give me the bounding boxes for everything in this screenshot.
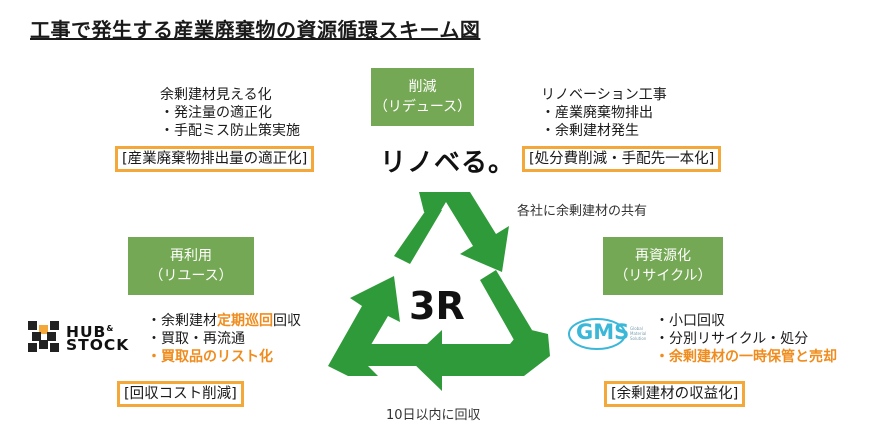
- recycle-item: ・小口回収: [655, 313, 725, 329]
- reduce-right-text: リノベーション工事 ・産業廃棄物排出 ・余剰建材発生: [541, 86, 667, 140]
- share-note: 各社に余剰建材の共有: [517, 204, 648, 219]
- reduce-right-item: ・余剰建材発生: [541, 123, 639, 139]
- gms-tagline: Global Material Solution: [630, 326, 647, 341]
- recycle-sub: （リサイクル）: [614, 268, 712, 284]
- recycle-item: ・分別リサイクル・処分: [655, 331, 809, 347]
- reduce-left-result: [産業廃棄物排出量の適正化]: [115, 146, 315, 172]
- reduce-left-heading: 余剰建材見える化: [160, 87, 272, 103]
- reuse-item1-suffix: 回収: [273, 313, 301, 329]
- reduce-right-heading: リノベーション工事: [541, 87, 667, 103]
- hub-stock-logo: HUB& STOCK: [28, 321, 148, 357]
- reduce-label: 削減: [408, 79, 437, 95]
- reuse-item: ・買取・再流通: [147, 331, 245, 347]
- reduce-left-item: ・手配ミス防止策実施: [160, 123, 300, 139]
- recycle-arrow-bottom: [410, 328, 550, 391]
- reduce-sub: （リデュース）: [373, 99, 472, 115]
- recycle-arrow-left: [328, 276, 400, 376]
- reduce-left-text: 余剰建材見える化 ・発注量の適正化 ・手配ミス防止策実施: [160, 86, 300, 140]
- reuse-item: ・余剰建材定期巡回回収: [147, 312, 301, 330]
- reduce-right-result: [処分費削減・手配先一本化]: [522, 146, 722, 172]
- rinoberu-logo: リノベる。: [380, 148, 516, 178]
- reuse-item: ・買取品のリスト化: [147, 349, 273, 365]
- reuse-item1-highlight: 定期巡回: [217, 313, 273, 329]
- hub-stock-amp: &: [106, 324, 115, 333]
- recycle-label: 再資源化: [635, 248, 691, 264]
- hub-stock-mark-icon: [28, 321, 59, 352]
- reuse-result: [回収コスト削減]: [117, 381, 244, 407]
- gms-wordmark: GMS: [576, 320, 630, 344]
- reuse-sub: （リユース）: [149, 268, 233, 284]
- recycle-arrow-top: [419, 192, 509, 272]
- recycle-item: ・余剰建材の一時保管と売却: [655, 349, 837, 365]
- hub-stock-line2: STOCK: [66, 336, 130, 354]
- page-title: 工事で発生する産業廃棄物の資源循環スキーム図: [30, 18, 481, 42]
- reduce-box: 削減 （リデュース）: [371, 68, 474, 126]
- reuse-label: 再利用: [170, 248, 212, 264]
- bottom-note: 10日以内に回収: [386, 408, 481, 423]
- reduce-left-item: ・発注量の適正化: [160, 105, 272, 121]
- recycle-box: 再資源化 （リサイクル）: [603, 237, 723, 295]
- recycle-symbol: [328, 192, 550, 391]
- gms-swoosh-icon: [568, 318, 626, 350]
- center-label: 3R: [409, 284, 465, 328]
- recycle-text: ・小口回収 ・分別リサイクル・処分 ・余剰建材の一時保管と売却: [655, 312, 837, 366]
- reduce-right-item: ・産業廃棄物排出: [541, 105, 653, 121]
- reuse-item1-prefix: ・余剰建材: [147, 313, 217, 329]
- reuse-text: ・余剰建材定期巡回回収 ・買取・再流通 ・買取品のリスト化: [147, 312, 301, 366]
- hub-stock-line1: HUB: [66, 323, 107, 342]
- recycle-result: [余剰建材の収益化]: [604, 381, 746, 407]
- gms-logo: GMS Global Material Solution: [568, 317, 654, 353]
- reuse-box: 再利用 （リユース）: [128, 237, 254, 295]
